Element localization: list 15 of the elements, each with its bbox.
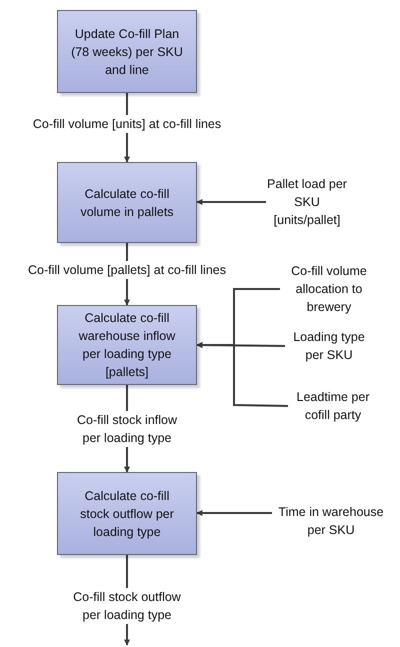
process-box [57,10,197,93]
arrow [196,510,272,516]
process-text: Calculate co-fill warehouse inflow per loading type [pallets] [78,310,176,381]
process-box [57,162,197,243]
arrow [196,342,288,407]
process-text: Update Co-fill Plan (78 weeks) per SKU and line [71,26,183,78]
process-box [57,472,197,555]
process-box [57,305,197,385]
edge-label: Co-fill volume [pallets] at co-fill lines [27,261,227,279]
edge-label: Co-fill volume [units] at co-fill lines [32,115,222,133]
process-text: Calculate co-fill stock outflow per loading type [79,488,175,540]
arrow [196,199,266,205]
arrow [124,624,130,646]
process-text: Calculate co-fill volume in pallets [79,186,175,220]
arrow [124,447,130,473]
